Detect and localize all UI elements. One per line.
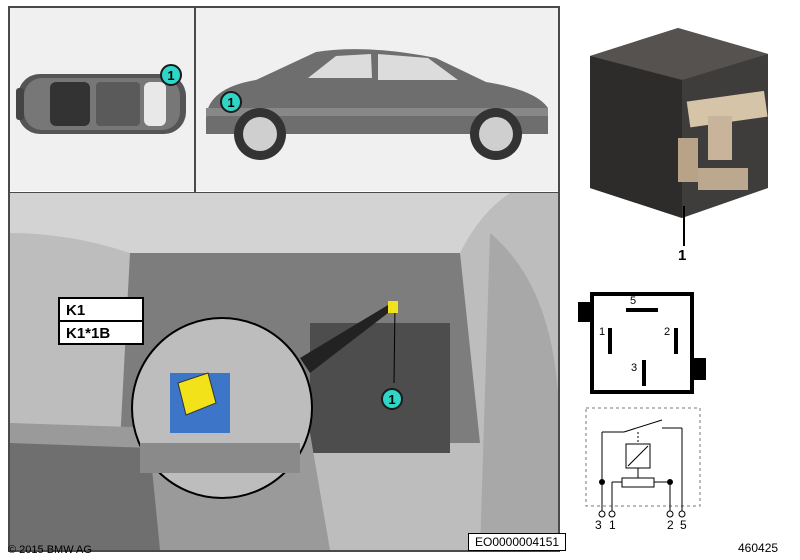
image-code: EO0000004151 xyxy=(468,533,567,551)
callout-marker-top-view: 1 xyxy=(160,64,182,86)
car-side-view-panel xyxy=(196,8,558,191)
trunk-view-panel xyxy=(10,193,558,550)
pin-label-1: 1 xyxy=(599,326,606,338)
callout-marker-trunk: 1 xyxy=(381,388,403,410)
relay-photo xyxy=(590,28,768,218)
figure-number: 460425 xyxy=(738,541,779,555)
trunk-view-drawing xyxy=(10,193,558,550)
callout-marker-side-view: 1 xyxy=(220,91,242,113)
schematic-pin-1: 1 xyxy=(609,518,616,532)
pin-label-2: 2 xyxy=(664,326,671,338)
illustration-frame xyxy=(8,6,560,552)
relay-part-label: 1 xyxy=(678,247,687,264)
copyright: © 2015 BMW AG xyxy=(8,544,92,556)
relay-pin-diagram xyxy=(578,292,706,394)
pin-label-5: 5 xyxy=(630,295,637,307)
schematic-pin-5: 5 xyxy=(680,518,687,532)
relay-schematic xyxy=(585,407,701,518)
car-side-view-border xyxy=(194,6,560,193)
component-label-k1: K1 xyxy=(58,297,144,322)
pin-label-3: 3 xyxy=(631,362,638,374)
car-top-view-border xyxy=(8,6,196,193)
car-top-view-panel xyxy=(10,8,194,191)
car-side-view-drawing xyxy=(206,49,548,160)
relay-leader-line xyxy=(683,206,685,246)
schematic-pin-2: 2 xyxy=(667,518,674,532)
component-label-k1-1b: K1*1B xyxy=(58,320,144,345)
car-top-view-drawing xyxy=(16,74,186,134)
schematic-pin-3: 3 xyxy=(595,518,602,532)
